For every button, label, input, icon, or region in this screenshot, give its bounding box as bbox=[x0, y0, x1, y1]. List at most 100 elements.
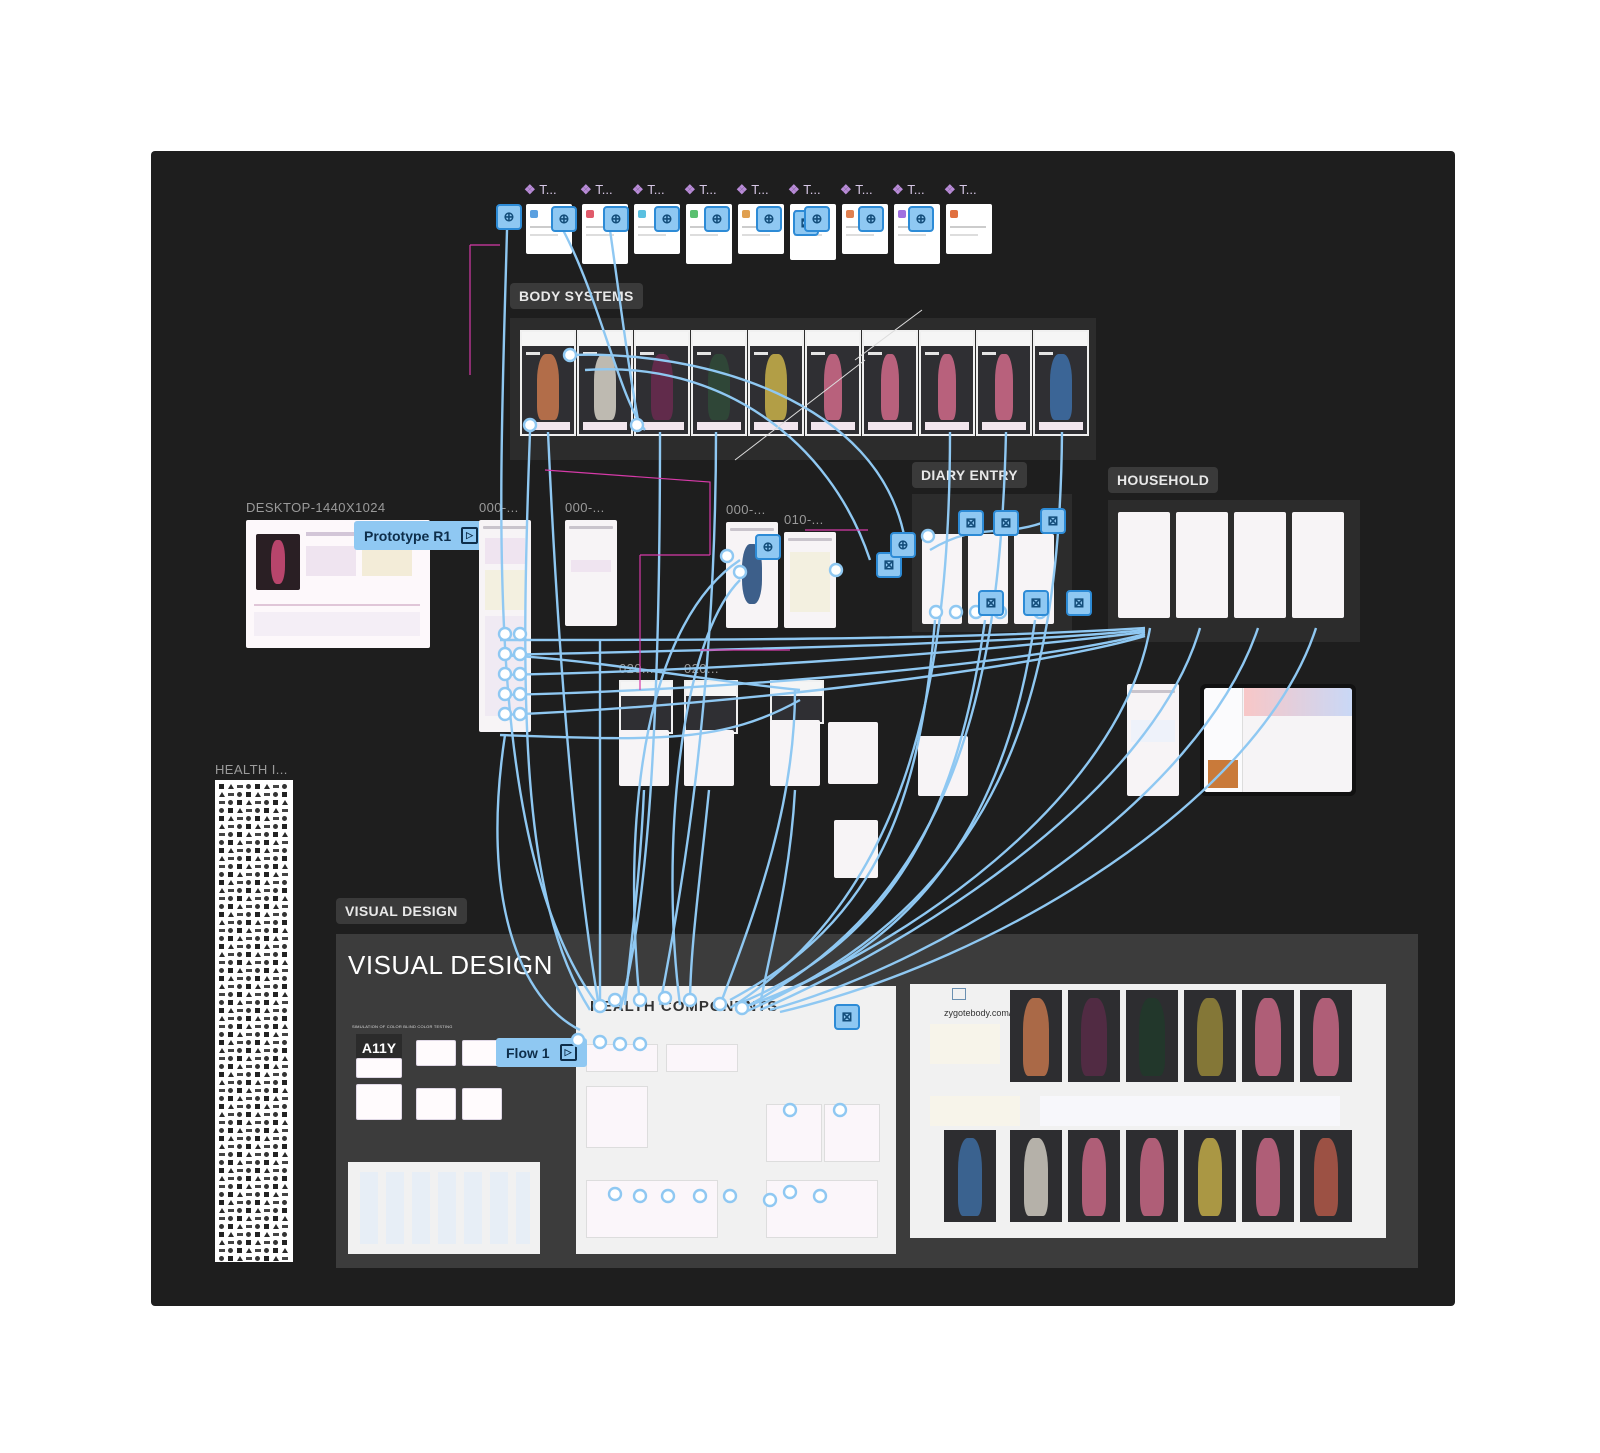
style-guide-panel[interactable] bbox=[348, 1162, 540, 1254]
close-overlay-hotspot-icon[interactable]: ⊠ bbox=[876, 552, 902, 578]
body-system-screen[interactable] bbox=[520, 330, 576, 436]
frame-label-000b[interactable]: 000-... bbox=[565, 500, 605, 515]
body-system-screen[interactable] bbox=[748, 330, 804, 436]
zygote-thumbnail[interactable] bbox=[1126, 1130, 1178, 1222]
detail-screen-f[interactable] bbox=[834, 820, 878, 878]
mobile-health-screen[interactable] bbox=[1127, 684, 1179, 796]
body-system-screen[interactable] bbox=[976, 330, 1032, 436]
component-label[interactable]: ❖ T... bbox=[524, 182, 557, 197]
component-label[interactable]: ❖ T... bbox=[736, 182, 769, 197]
a11y-swatch-1[interactable] bbox=[356, 1058, 402, 1078]
flow1-badge[interactable]: Flow 1 ▷ bbox=[496, 1038, 587, 1067]
zygote-url[interactable]: zygotebody.com/ bbox=[944, 1008, 1012, 1018]
navigate-hotspot-icon[interactable]: ⊕ bbox=[704, 206, 730, 232]
zygote-thumbnail[interactable] bbox=[1184, 990, 1236, 1082]
frame-label-010[interactable]: 010-... bbox=[784, 512, 824, 527]
close-overlay-hotspot-icon[interactable]: ⊠ bbox=[1023, 590, 1049, 616]
profile-screen-frame[interactable] bbox=[565, 520, 617, 626]
detail-screen-a[interactable] bbox=[619, 730, 669, 786]
frame-label-health-icons[interactable]: HEALTH I... bbox=[215, 762, 288, 777]
body-system-screen[interactable] bbox=[805, 330, 861, 436]
a11y-swatch-6[interactable] bbox=[462, 1088, 502, 1120]
zygote-thumbnail[interactable] bbox=[944, 1130, 996, 1222]
household-screen-2[interactable] bbox=[1176, 512, 1228, 618]
a11y-swatch-4[interactable] bbox=[356, 1084, 402, 1120]
body-system-screen[interactable] bbox=[862, 330, 918, 436]
body-system-screen[interactable] bbox=[919, 330, 975, 436]
component-label[interactable]: ❖ T... bbox=[944, 182, 977, 197]
close-overlay-hotspot-icon[interactable]: ⊠ bbox=[978, 590, 1004, 616]
section-tag-visual-design[interactable]: VISUAL DESIGN bbox=[336, 898, 467, 924]
zygote-thumbnail[interactable] bbox=[1068, 1130, 1120, 1222]
body-figure bbox=[938, 354, 956, 420]
household-screen-4[interactable] bbox=[1292, 512, 1344, 618]
close-overlay-hotspot-icon[interactable]: ⊠ bbox=[834, 1004, 860, 1030]
body-system-screen[interactable] bbox=[1033, 330, 1089, 436]
component-label[interactable]: ❖ T... bbox=[892, 182, 925, 197]
detail-screen-d[interactable] bbox=[828, 722, 878, 784]
close-overlay-hotspot-icon[interactable]: ⊠ bbox=[958, 510, 984, 536]
navigate-hotspot-icon[interactable]: ⊕ bbox=[755, 534, 781, 560]
navigate-hotspot-icon[interactable]: ⊕ bbox=[654, 206, 680, 232]
zygote-thumbnail[interactable] bbox=[1068, 990, 1120, 1082]
body-system-screen[interactable] bbox=[634, 330, 690, 436]
close-overlay-hotspot-icon[interactable]: ⊠ bbox=[1040, 508, 1066, 534]
section-tag-body-systems[interactable]: BODY SYSTEMS bbox=[510, 283, 643, 309]
detail-screen-e[interactable] bbox=[918, 736, 968, 796]
organ-screen-c[interactable] bbox=[770, 680, 824, 724]
household-screen-3[interactable] bbox=[1234, 512, 1286, 618]
a11y-card[interactable]: A11Y bbox=[356, 1034, 402, 1062]
frame-label-020b[interactable]: 020... bbox=[684, 661, 719, 676]
component-label[interactable]: ❖ T... bbox=[632, 182, 665, 197]
navigate-hotspot-icon[interactable]: ⊕ bbox=[551, 206, 577, 232]
zygote-thumbnail[interactable] bbox=[1300, 990, 1352, 1082]
component-card[interactable] bbox=[946, 204, 992, 254]
body-system-screen[interactable] bbox=[577, 330, 633, 436]
body-system-screen[interactable] bbox=[691, 330, 747, 436]
body-figure bbox=[651, 354, 673, 420]
frame-label-000c[interactable]: 000-... bbox=[726, 502, 766, 517]
frame-label-000a[interactable]: 000-... bbox=[479, 500, 519, 515]
navigate-hotspot-icon[interactable]: ⊕ bbox=[908, 206, 934, 232]
a11y-swatch-2[interactable] bbox=[416, 1040, 456, 1066]
component-label[interactable]: ❖ T... bbox=[840, 182, 873, 197]
home-screen-frame[interactable] bbox=[479, 520, 531, 732]
symptom-screen-frame[interactable] bbox=[784, 532, 836, 628]
close-overlay-hotspot-icon[interactable]: ⊠ bbox=[993, 510, 1019, 536]
zygote-thumbnail[interactable] bbox=[1242, 990, 1294, 1082]
navigate-hotspot-icon[interactable]: ⊕ bbox=[496, 204, 522, 230]
navigate-hotspot-icon[interactable]: ⊕ bbox=[756, 206, 782, 232]
visual-design-title[interactable]: VISUAL DESIGN bbox=[348, 950, 553, 980]
navigate-hotspot-icon[interactable]: ⊕ bbox=[603, 206, 629, 232]
zygote-thumbnail[interactable] bbox=[1242, 1130, 1294, 1222]
organ-screen-b[interactable] bbox=[684, 680, 738, 734]
navigate-hotspot-icon[interactable]: ⊕ bbox=[804, 206, 830, 232]
diary-screen-1[interactable] bbox=[922, 534, 962, 624]
navigate-hotspot-icon[interactable]: ⊕ bbox=[890, 532, 916, 558]
component-name: T... bbox=[959, 182, 977, 197]
component-label[interactable]: ❖ T... bbox=[580, 182, 613, 197]
a11y-swatch-5[interactable] bbox=[416, 1088, 456, 1120]
section-tag-diary-entry[interactable]: DIARY ENTRY bbox=[912, 462, 1027, 488]
close-overlay-hotspot-icon[interactable]: ⊠ bbox=[1066, 590, 1092, 616]
navigate-hotspot-icon[interactable]: ⊕ bbox=[858, 206, 884, 232]
zygote-thumbnail[interactable] bbox=[1126, 990, 1178, 1082]
zygote-thumbnail[interactable] bbox=[1184, 1130, 1236, 1222]
component-label[interactable]: ❖ T... bbox=[788, 182, 821, 197]
household-screen-1[interactable] bbox=[1118, 512, 1170, 618]
zygote-thumbnail[interactable] bbox=[1010, 990, 1062, 1082]
detail-screen-c[interactable] bbox=[770, 720, 820, 786]
prototype-flow-badge[interactable]: Prototype R1 ▷ bbox=[354, 521, 489, 550]
health-icons-frame[interactable] bbox=[215, 780, 293, 1262]
component-label[interactable]: ❖ T... bbox=[684, 182, 717, 197]
zygote-thumbnail[interactable] bbox=[1010, 1130, 1062, 1222]
zygote-thumbnail[interactable] bbox=[1300, 1130, 1352, 1222]
tablet-health-screen[interactable] bbox=[1200, 684, 1356, 796]
body-figure bbox=[995, 354, 1013, 420]
a11y-swatch-3[interactable] bbox=[462, 1040, 502, 1066]
frame-label-020a[interactable]: 020... bbox=[619, 661, 654, 676]
detail-screen-b[interactable] bbox=[684, 730, 734, 786]
frame-label-desktop[interactable]: DESKTOP-1440X1024 bbox=[246, 500, 386, 515]
section-tag-household[interactable]: HOUSEHOLD bbox=[1108, 467, 1219, 493]
organ-screen-a[interactable] bbox=[619, 680, 673, 734]
